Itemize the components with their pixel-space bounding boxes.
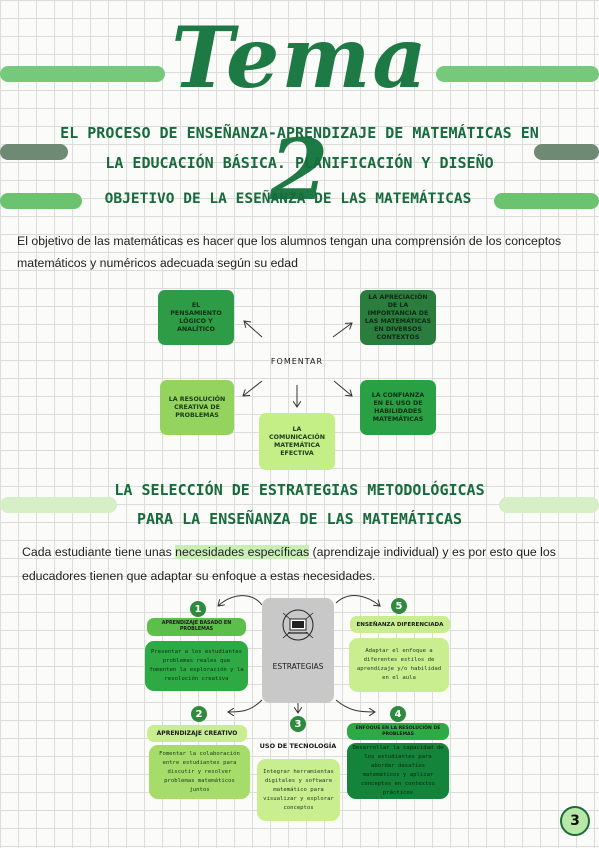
highlight-necesidades: necesidades específicas [175,545,310,559]
strategy-1-title: APRENDIZAJE BASADO EN PROBLEMAS [147,618,246,636]
strategy-3-title: USO DE TECNOLOGÍA [259,742,337,750]
strategies-label: ESTRATEGIAS [272,662,324,671]
strategy-4-title: ENFOQUE EN LA RESOLUCIÓN DE PROBLEMAS [347,723,449,740]
decor-bar-section2-left [0,497,117,513]
decor-bar-heading-left [0,144,68,160]
box-pensamiento: EL PENSAMIENTO LÓGICO Y ANALÍTICO [158,290,234,345]
computer-icon [282,609,314,641]
decor-bar-section1-left [0,193,82,209]
strategy-5-number: 5 [391,598,407,614]
strategy-1-number: 1 [190,601,206,617]
strategy-1-description: Presentar a los estudiantes problemas re… [145,641,248,691]
strategy-4-description: Desarrollar la capacidad de los estudian… [347,743,449,799]
strategies-center-card: ESTRATEGIAS [262,598,334,703]
strategy-4-number: 4 [390,706,406,722]
box-apreciacion: LA APRECIACIÓN DE LA IMPORTANCIA DE LAS … [360,290,436,345]
section1-text-line2: matemáticos y numéricos adecuada según s… [17,256,298,270]
section2-text-b: (aprendizaje individual) y es por esto q… [309,545,556,559]
box-confianza: LA CONFIANZA EN EL USO DE HABILIDADES MA… [360,380,436,435]
decor-bar-top-left [0,66,165,82]
decor-bar-heading-right [534,144,599,160]
section2-text-a: Cada estudiante tiene unas [22,545,176,559]
page-title: Tema 2 [171,8,429,219]
strategy-2-description: Fomentar la colaboración entre estudiant… [149,745,250,799]
main-heading-line2: LA EDUCACIÓN BÁSICA. PLANIFICACIÓN Y DIS… [105,154,494,172]
fomentar-label: FOMENTAR [270,357,324,366]
decor-bar-section2-right [499,497,599,513]
section2-heading-line2: PARA LA ENSEÑANZA DE LAS MATEMÁTICAS [136,510,463,528]
section1-text-line1: El objetivo de las matemáticas es hacer … [17,234,562,248]
section2-heading-line1: LA SELECCIÓN DE ESTRATEGIAS METODOLÓGICA… [114,481,485,499]
page-number: 3 [570,813,580,829]
section2-text-line2: educadores tienen que adaptar su enfoque… [22,569,376,583]
strategy-3-description: Integrar herramientas digitales y softwa… [257,759,340,821]
strategy-5-title: ENSEÑANZA DIFERENCIADA [350,616,450,633]
decor-bar-top-right [436,66,599,82]
decor-bar-section1-right [494,193,599,209]
strategy-3-number: 3 [290,716,306,732]
strategy-2-number: 2 [191,706,207,722]
box-comunicacion: LA COMUNICACIÓN MATEMÁTICA EFECTIVA [259,413,335,470]
main-heading-line1: EL PROCESO DE ENSEÑANZA-APRENDIZAJE DE M… [60,124,539,142]
box-resolucion: LA RESOLUCIÓN CREATIVA DE PROBLEMAS [160,380,234,435]
section2-text-line1: Cada estudiante tiene unas necesidades e… [22,545,556,559]
strategy-5-description: Adaptar el enfoque a diferentes estilos … [349,638,449,692]
section1-heading: OBJETIVO DE LA ESEÑANZA DE LAS MATEMÁTIC… [104,191,472,207]
page-number-badge: 3 [560,806,590,836]
strategy-2-title: APRENDIZAJE CREATIVO [147,725,247,742]
